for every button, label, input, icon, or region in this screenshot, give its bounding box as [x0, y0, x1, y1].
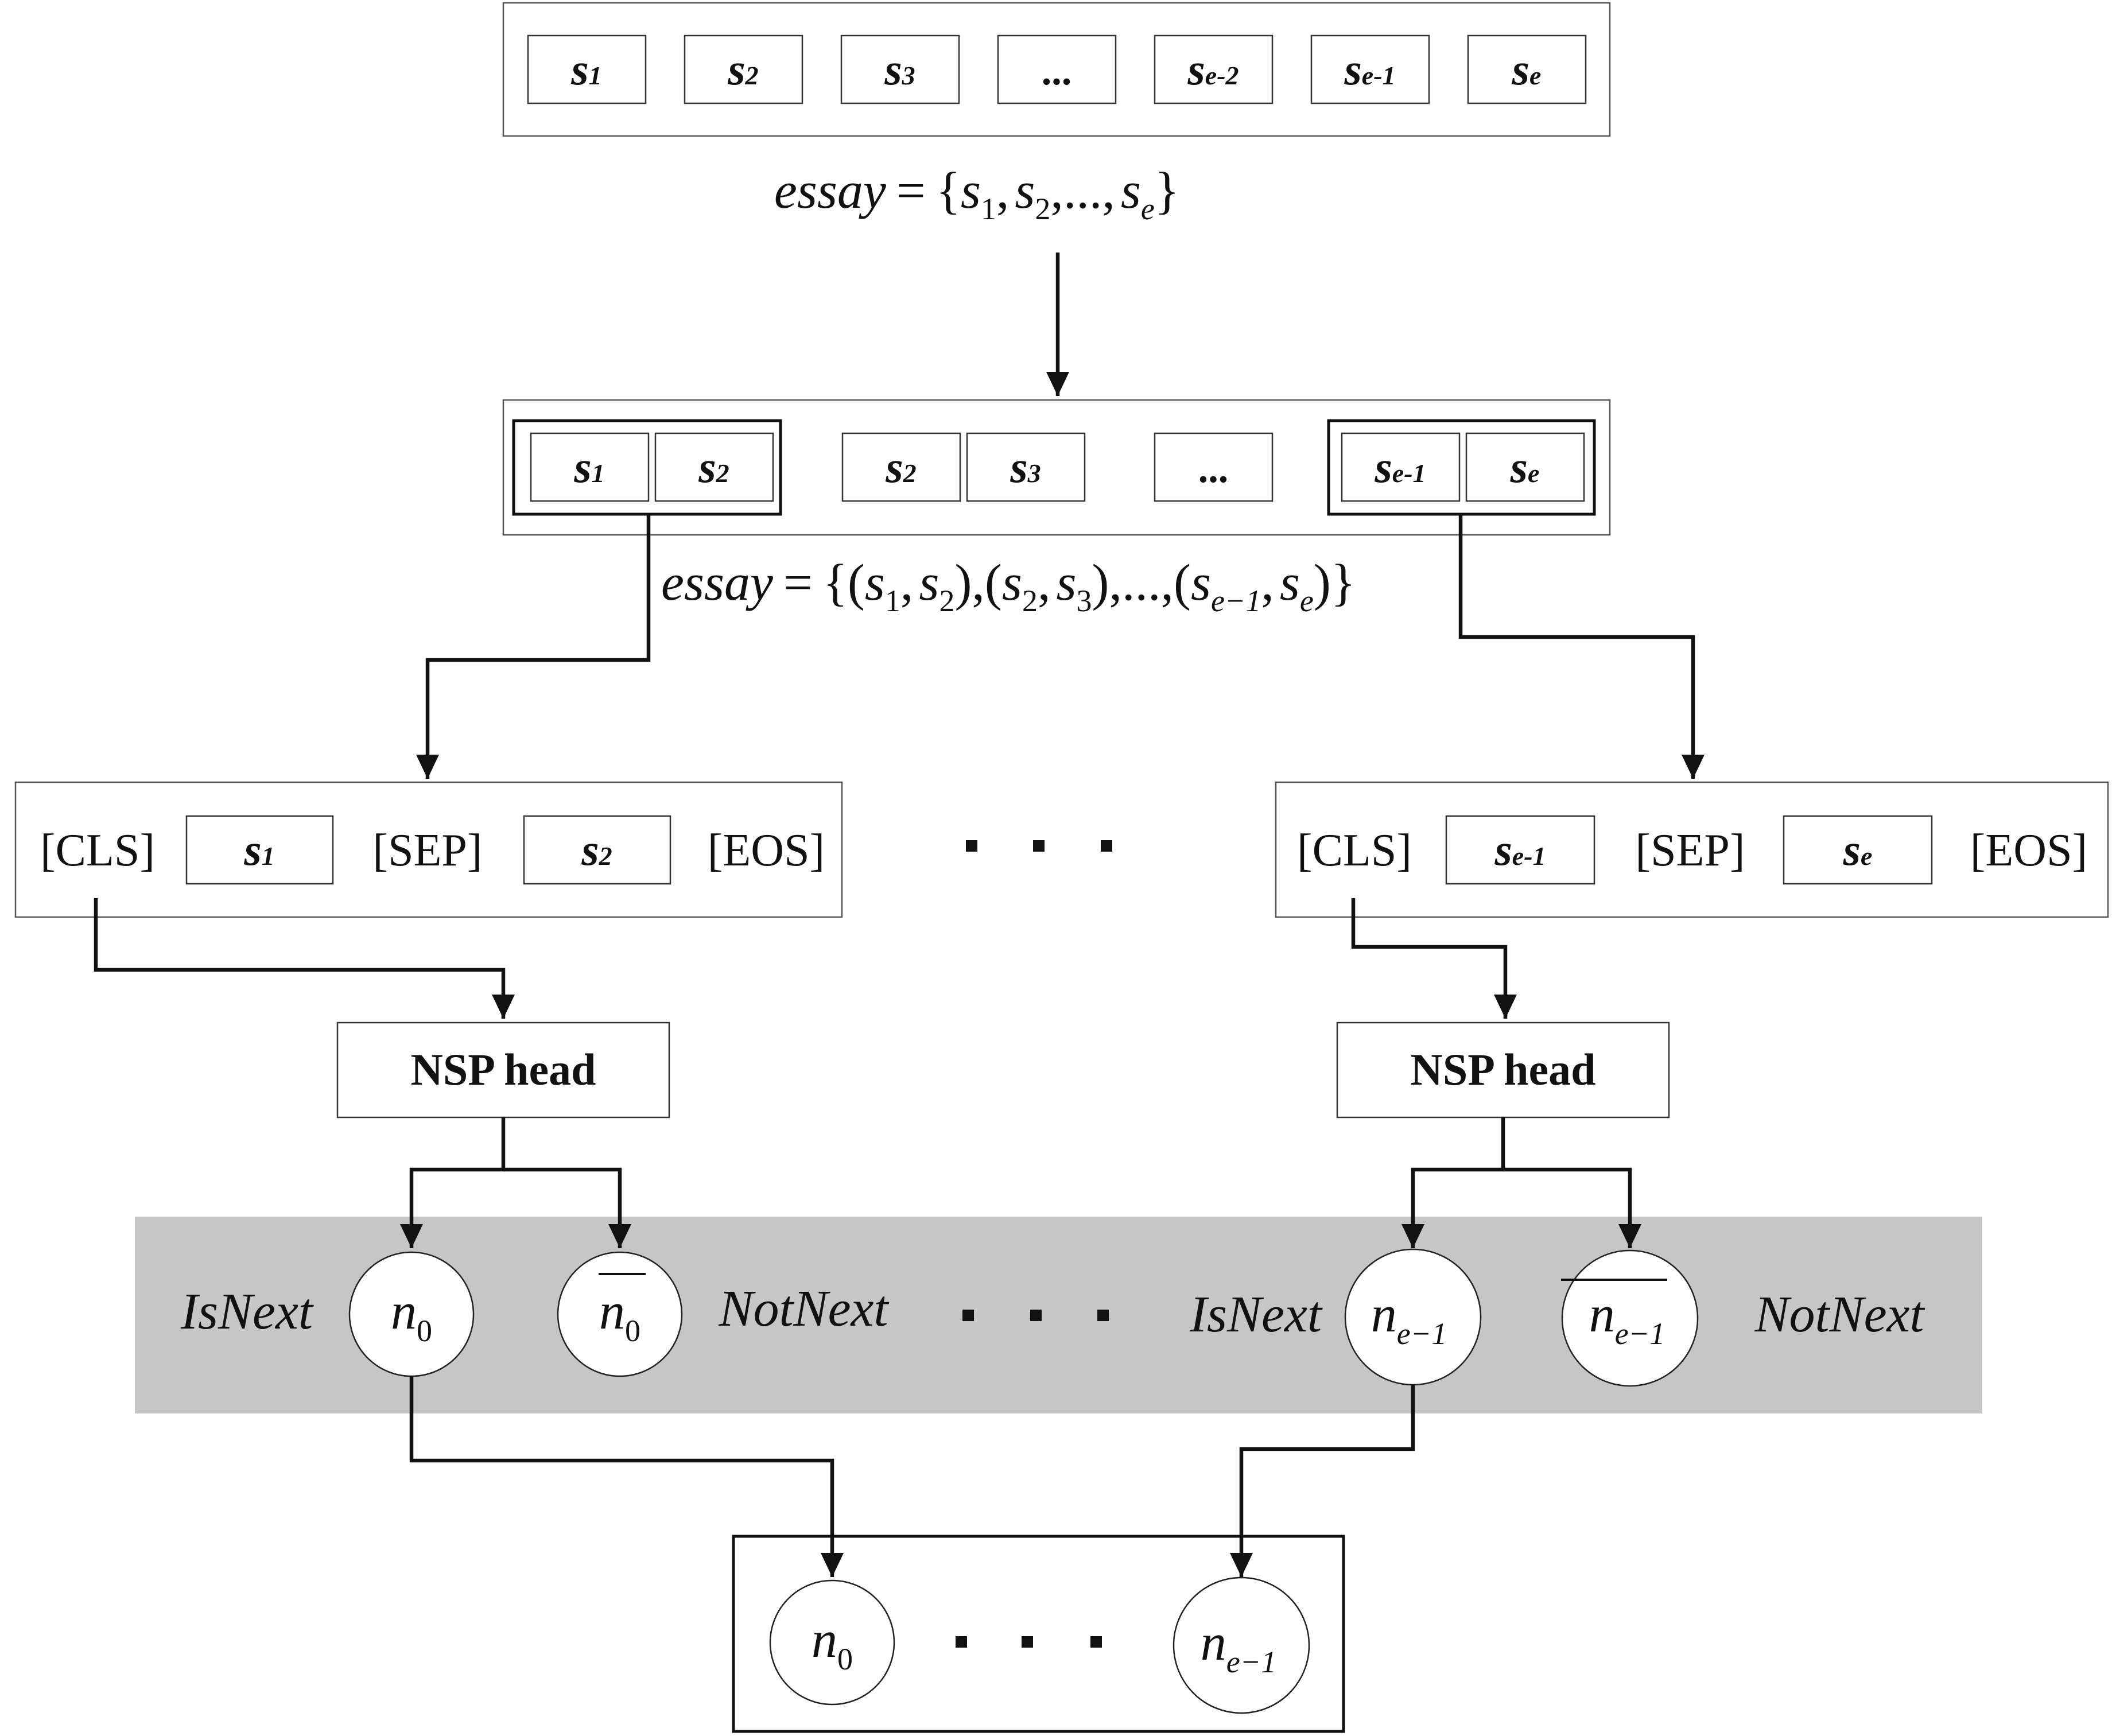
node-n0-notnext	[557, 1251, 683, 1377]
arrow-pairlast-to-input-right	[1458, 514, 1705, 779]
final-node-n0	[769, 1579, 895, 1706]
sentence-label-ellipsis: ...	[1042, 49, 1072, 94]
node-ne1-notnext-label: ne−1	[1589, 1286, 1665, 1351]
pair-label-se: se	[1510, 442, 1540, 492]
ellipsis-inputs	[966, 840, 1112, 852]
arrow-nsp-right-notnext	[1503, 1167, 1641, 1248]
final-sequence-box	[732, 1535, 1345, 1733]
final-node-ne1	[1173, 1576, 1310, 1714]
arrow-nsp-left-isnext	[400, 1117, 506, 1248]
node-ne1-notnext	[1561, 1249, 1699, 1387]
nsp-head-left-label: NSP head	[411, 1044, 596, 1094]
arrow-nsp-right-isnext	[1401, 1117, 1505, 1248]
arrow-pair1-to-input-left	[416, 514, 651, 779]
pair-label-s2: s2	[698, 442, 729, 492]
node-n0-isnext-label: n0	[391, 1283, 432, 1348]
nsp-head-left	[336, 1022, 670, 1119]
sentence-label-se-1: se-1	[1344, 44, 1395, 94]
sentence-label-s2: s2	[727, 44, 758, 94]
sentence-box-se	[1467, 34, 1587, 104]
input-right-label-se-1: se-1	[1494, 825, 1546, 875]
cls-token-right: [CLS]	[1297, 825, 1412, 876]
ellipsis-outputs	[962, 1310, 1109, 1321]
input-left-label-s1: s1	[243, 825, 274, 875]
arrow-ne1-to-final	[1230, 1385, 1415, 1577]
arrow-cls-right-to-nsp	[1351, 898, 1517, 1019]
sentence-box-s1	[527, 34, 647, 104]
cls-token-left: [CLS]	[40, 825, 155, 876]
pair-label-se-1: se-1	[1374, 442, 1426, 492]
isnext-label-right: IsNext	[1189, 1286, 1323, 1343]
node-ne1-isnext-label: ne−1	[1371, 1286, 1447, 1351]
sentence-label-s1: s1	[570, 44, 601, 94]
input-right-label-se: se	[1843, 825, 1873, 875]
sentence-box-se-2	[1154, 34, 1274, 104]
pair-box-ellipsis	[1154, 432, 1274, 502]
nsp-head-right-label: NSP head	[1411, 1044, 1596, 1094]
sentence-label-se-2: se-2	[1187, 44, 1239, 94]
sentence-box-se-1	[1310, 34, 1430, 104]
pair-box-s3	[966, 432, 1086, 502]
notnext-label-left: NotNext	[719, 1280, 890, 1337]
ellipsis-final	[956, 1636, 1102, 1648]
nsp-input-left	[14, 781, 843, 918]
essay-formula-pairs: essay={(s1,s2),(s2,s3),...,(se−1,se)}	[661, 554, 1356, 618]
essay-sentence-boxes: s1 s2 s3 ... se-2 se-1 se	[527, 34, 1587, 104]
sentence-label-s3: s3	[884, 44, 915, 94]
pair-label-s1: s1	[573, 442, 604, 492]
eos-token-left: [EOS]	[708, 825, 825, 876]
sep-token-left: [SEP]	[372, 825, 482, 876]
input-left-label-s2: s2	[581, 825, 612, 875]
pair-box-s1	[530, 432, 650, 502]
pair-label-s2b: s2	[885, 442, 916, 492]
input-left-box-s2	[523, 815, 671, 885]
pair-box-s2b	[841, 432, 961, 502]
sentence-label-se: se	[1512, 44, 1542, 94]
essay-formula-sentences: essay={s1,s2,...,se}	[774, 162, 1179, 226]
sentence-pair-boxes: s1 s2 s2 s3 ... se-1 se	[512, 419, 1596, 516]
final-node-ne1-label: ne−1	[1201, 1614, 1276, 1679]
sentence-box-s3	[840, 34, 960, 104]
node-n0-notnext-label: n0	[599, 1283, 640, 1348]
input-left-box-s1	[185, 815, 334, 885]
sentence-box-ellipsis	[997, 34, 1117, 104]
arrow-cls-left-to-nsp	[94, 898, 515, 1019]
nsp-input-right	[1275, 781, 2109, 918]
pair-label-ellipsis: ...	[1198, 447, 1229, 491]
notnext-label-right: NotNext	[1754, 1286, 1925, 1343]
sentence-box-s2	[684, 34, 803, 104]
arrow-n0-to-final	[409, 1376, 844, 1577]
final-node-n0-label: n0	[812, 1611, 853, 1676]
arrow-nsp-left-notnext	[503, 1167, 631, 1248]
sep-token-right: [SEP]	[1635, 825, 1745, 876]
input-right-box-se	[1783, 815, 1933, 885]
isnext-label-left: IsNext	[180, 1283, 314, 1340]
pair-box-se-1	[1341, 432, 1461, 502]
input-right-box-se-1	[1445, 815, 1595, 885]
pair-label-s3: s3	[1010, 442, 1041, 492]
eos-token-right: [EOS]	[1970, 825, 2087, 876]
pair-box-s2	[654, 432, 774, 502]
pair-box-se	[1465, 432, 1585, 502]
